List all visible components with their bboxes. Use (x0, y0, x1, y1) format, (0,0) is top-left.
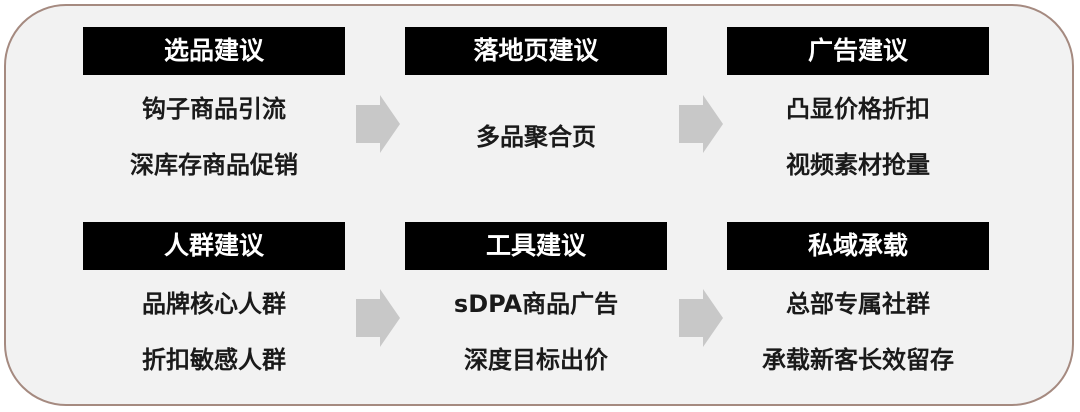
block-title: 人群建议 (83, 222, 345, 270)
block-line: 品牌核心人群 (142, 290, 286, 318)
block-lines: 多品聚合页 (405, 115, 667, 171)
block-line: 视频素材抢量 (786, 151, 930, 179)
block-title: 落地页建议 (405, 27, 667, 75)
block-lines: 凸显价格折扣 视频素材抢量 (727, 87, 989, 199)
block-advertising: 广告建议 凸显价格折扣 视频素材抢量 (727, 27, 989, 199)
block-product-selection: 选品建议 钩子商品引流 深库存商品促销 (83, 27, 345, 199)
right-arrow-icon (356, 289, 400, 347)
block-line: 折扣敏感人群 (142, 346, 286, 374)
right-arrow-icon (679, 95, 723, 153)
block-line: 总部专属社群 (786, 290, 930, 318)
block-tools: 工具建议 sDPA商品广告 深度目标出价 (405, 222, 667, 394)
block-title: 选品建议 (83, 27, 345, 75)
block-lines: 总部专属社群 承载新客长效留存 (727, 282, 989, 394)
block-title: 工具建议 (405, 222, 667, 270)
block-landing-page: 落地页建议 多品聚合页 (405, 27, 667, 171)
block-line: 多品聚合页 (476, 123, 596, 151)
block-line: sDPA商品广告 (453, 290, 619, 318)
block-line: 深库存商品促销 (130, 151, 298, 179)
block-line: 钩子商品引流 (142, 95, 286, 123)
right-arrow-icon (356, 95, 400, 153)
block-line: 深度目标出价 (464, 346, 608, 374)
block-lines: 品牌核心人群 折扣敏感人群 (83, 282, 345, 394)
block-lines: 钩子商品引流 深库存商品促销 (83, 87, 345, 199)
block-title: 广告建议 (727, 27, 989, 75)
block-line: 凸显价格折扣 (786, 95, 930, 123)
right-arrow-icon (679, 289, 723, 347)
block-private-domain: 私域承载 总部专属社群 承载新客长效留存 (727, 222, 989, 394)
block-audience: 人群建议 品牌核心人群 折扣敏感人群 (83, 222, 345, 394)
block-title: 私域承载 (727, 222, 989, 270)
block-lines: sDPA商品广告 深度目标出价 (405, 282, 667, 394)
block-line: 承载新客长效留存 (762, 346, 954, 374)
